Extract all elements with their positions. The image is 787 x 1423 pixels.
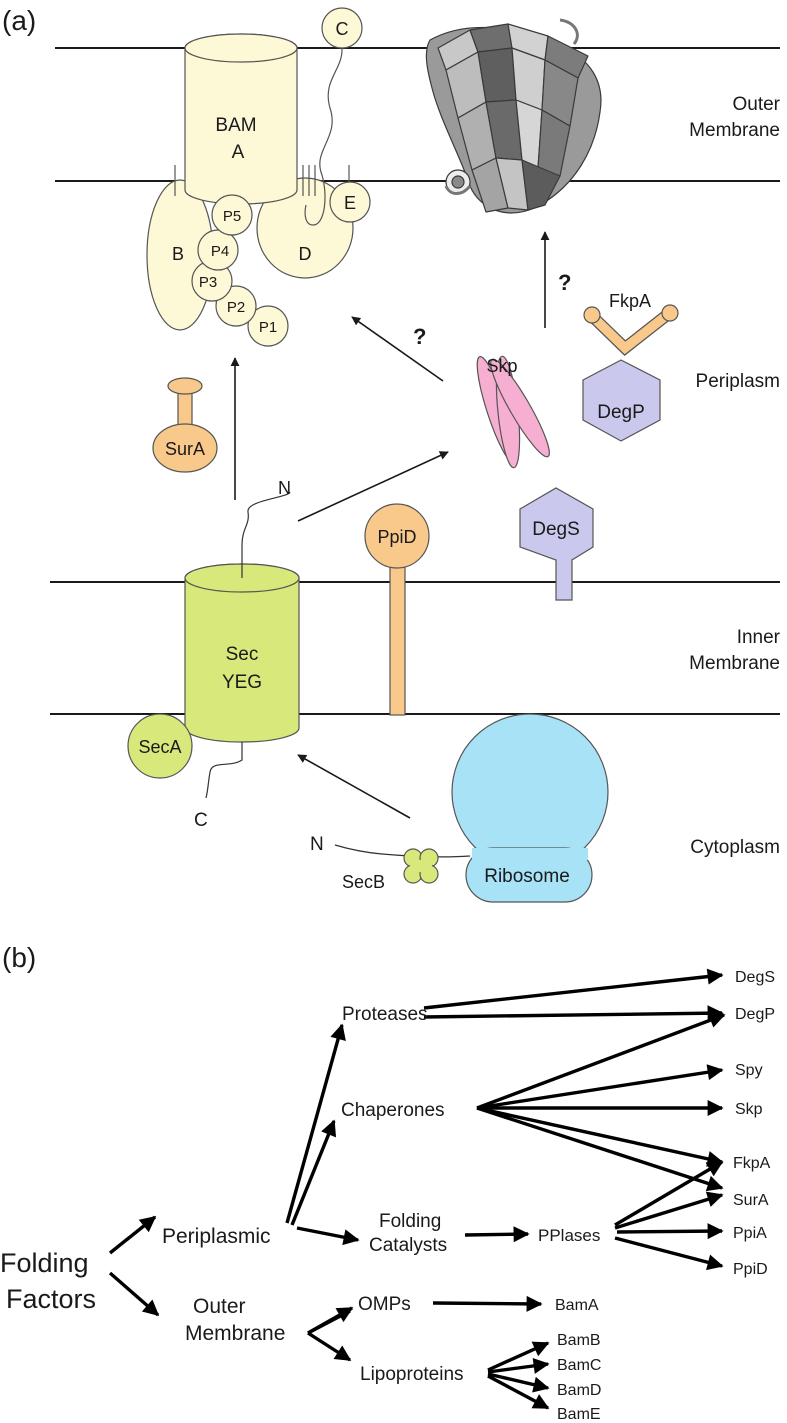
leaf-fkpa: FkpA [733,1155,771,1172]
leaf-spy: Spy [735,1062,763,1079]
periplasm-label: Periplasm [696,371,780,392]
n-terminus-ribosome: N [310,834,324,855]
seca: SecA [127,713,193,779]
node-periplasmic: Periplasmic [162,1225,271,1248]
leaf-bame: BamE [557,1406,601,1423]
node-folding-catalysts: Folding Catalysts [369,1211,447,1256]
node-proteases: Proteases [342,1004,428,1025]
leaf-bamb: BamB [557,1332,601,1349]
svg-text:Outer: Outer [732,94,780,115]
tree-arrows [108,968,726,1410]
ribosome-label: Ribosome [484,866,570,887]
leaf-sura: SurA [733,1192,769,1209]
outer-membrane-label: Outer Membrane [689,94,780,141]
bamd-shape [256,177,354,279]
ppid: PpiD [364,503,430,716]
leaf-skp: Skp [735,1101,763,1118]
svg-text:Membrane: Membrane [689,120,780,141]
skp: Skp [476,355,550,469]
degs-label: DegS [532,519,580,540]
svg-text:Membrane: Membrane [689,653,780,674]
secb-label: SecB [342,872,385,892]
svg-text:Catalysts: Catalysts [369,1235,447,1256]
node-chaperones: Chaperones [341,1100,445,1121]
bame-shape [329,181,371,223]
leaf-ppid: PpiD [733,1261,768,1278]
n-terminus-top: N [278,478,291,498]
bame-label: E [344,193,356,213]
c-terminus-bottom: C [194,810,208,831]
fkpa: FkpA [583,291,679,356]
svg-text:Folding: Folding [0,1248,89,1278]
panel-b-label: (b) [2,942,36,973]
question-mark-2: ? [558,270,571,295]
skp-label: Skp [486,356,517,376]
bama-barrel-top [184,33,298,63]
arrow-sec-to-skp [297,451,449,522]
arrow-ribosome-to-sec [297,754,411,819]
node-omps: OMPs [358,1294,411,1315]
leaf-degp: DegP [735,1006,775,1023]
node-outer-membrane: Outer Membrane [185,1295,285,1345]
sura-label: SurA [165,439,205,459]
potra-p4-label: P4 [211,243,229,260]
leaf-bamd: BamD [557,1382,601,1399]
folded-omp-barrel [425,18,602,214]
ppid-label: PpiD [377,527,416,547]
inner-membrane-label: Inner Membrane [689,627,780,674]
svg-text:Folding: Folding [379,1211,441,1232]
potra-p1 [247,305,289,347]
arrow-skp-to-bam [351,316,444,382]
svg-text:Inner: Inner [737,627,781,648]
degs: DegS [519,487,594,601]
leaf-degs: DegS [735,969,775,986]
potra-p5 [211,194,253,236]
fkpa-label: FkpA [609,291,651,311]
secyeg: Sec YEG N C [184,478,300,831]
sec-label-1: Sec [226,644,259,665]
bama-label-2: A [232,142,245,163]
degp: DegP [582,359,661,442]
bama-label-1: BAM [215,115,256,136]
potra-p5-label: P5 [223,208,241,225]
bamd-label: D [299,244,312,264]
leaf-ppia: PpiA [733,1225,767,1242]
node-pplases: PPlases [538,1226,600,1245]
svg-text:Factors: Factors [6,1284,96,1314]
leaf-bamc: BamC [557,1357,601,1374]
potra-p2-label: P2 [227,299,245,316]
bamb-label: B [172,244,184,264]
bamc-tether [304,47,343,226]
node-lipoproteins: Lipoproteins [360,1364,464,1385]
degp-label: DegP [597,402,645,423]
svg-text:Outer: Outer [193,1295,246,1318]
cytoplasm-label: Cytoplasm [690,837,780,858]
potra-p3-label: P3 [199,274,217,291]
node-folding-factors: Folding Factors [0,1248,96,1314]
secb: SecB [342,848,439,892]
panel-a-label: (a) [2,5,36,36]
leaf-bama: BamA [555,1297,599,1314]
sura: SurA [152,377,218,473]
seca-label: SecA [138,737,181,757]
sec-label-2: YEG [222,672,262,693]
potra-p1-label: P1 [259,319,277,336]
bamc-label: C [336,19,349,39]
question-mark-1: ? [413,324,426,349]
svg-text:Membrane: Membrane [185,1322,285,1345]
bam-complex: BAM A B C D E P1 P2 P3 P4 P5 [146,7,371,347]
ribosome: Ribosome N [310,713,609,903]
